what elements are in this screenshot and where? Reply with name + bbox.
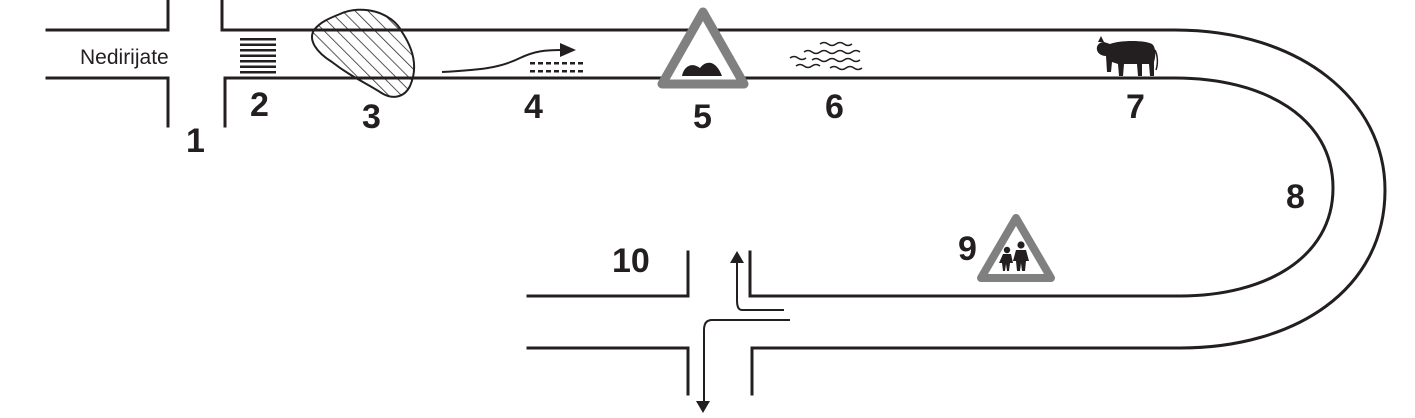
cow-icon <box>1096 36 1159 76</box>
turn-arrow-icon <box>696 251 790 413</box>
marker-10: 10 <box>612 242 650 280</box>
pothole-icon <box>311 8 416 98</box>
marker-8: 8 <box>1286 178 1305 216</box>
street-label: Nedirijate <box>80 46 169 69</box>
left-street-bottom-edge <box>45 76 170 128</box>
marker-3: 3 <box>362 98 381 136</box>
main-road-inner-edge <box>223 76 1335 298</box>
main-road-outer-edge <box>220 0 1387 396</box>
left-street-top-edge <box>45 0 170 32</box>
marker-1: 1 <box>186 122 205 160</box>
marker-6: 6 <box>825 88 844 126</box>
children-crossing-sign-icon <box>977 214 1055 282</box>
marker-9: 9 <box>958 230 977 268</box>
crosswalk-icon <box>240 38 276 74</box>
loose-gravel-icon <box>789 41 863 71</box>
marker-2: 2 <box>250 86 269 124</box>
road-outline <box>45 0 1387 396</box>
marker-5: 5 <box>693 98 712 136</box>
marker-4: 4 <box>524 88 543 126</box>
lower-street-bottom-edge <box>526 346 690 396</box>
merge-arrow-icon <box>441 43 583 73</box>
uneven-road-sign-icon <box>657 7 749 89</box>
lower-street-top-edge <box>526 250 690 298</box>
marker-7: 7 <box>1126 88 1145 126</box>
